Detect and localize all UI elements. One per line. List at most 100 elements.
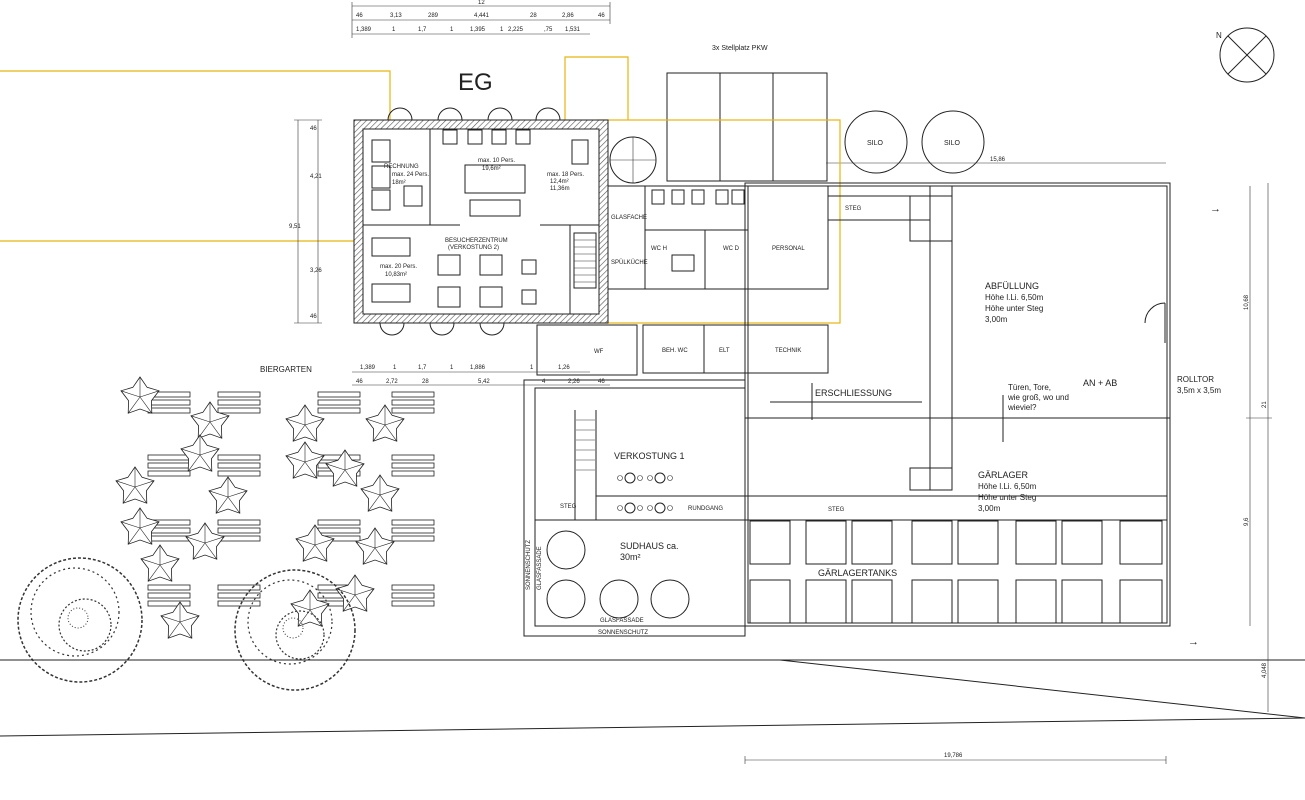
label-erschliessung: ERSCHLIESSUNG bbox=[815, 388, 892, 398]
label-besucher-2: (VERKOSTUNG 2) bbox=[448, 245, 499, 251]
bench-set bbox=[317, 391, 361, 414]
dim-mid-1: 1,389 bbox=[360, 365, 376, 371]
bench-set bbox=[391, 391, 435, 414]
label-besucher-1: BESUCHERZENTRUM bbox=[445, 238, 508, 244]
label-biergarten: BIERGARTEN bbox=[260, 365, 312, 374]
beer-garden-furniture bbox=[115, 376, 435, 639]
umbrella-icon bbox=[365, 404, 405, 442]
dim-mid-6: 1 bbox=[530, 365, 534, 371]
label-abfuellung-3: Höhe unter Steg bbox=[985, 304, 1043, 313]
tasting-tables bbox=[617, 472, 673, 514]
silo-label-1: SILO bbox=[867, 140, 884, 147]
label-rundgang: RUNDGANG bbox=[688, 506, 723, 512]
label-wc-d: WC D bbox=[723, 246, 740, 252]
label-steg-mid: STEG bbox=[828, 507, 845, 513]
dim-top2-2: 1 bbox=[392, 27, 396, 33]
top-dimension-chain: 12 46 3,13 289 4,441 28 2,86 46 1,389 1 … bbox=[351, 0, 611, 38]
label-glasfassade-bottom: GLASFASSADE bbox=[600, 618, 644, 624]
label-tueren-1: Türen, Tore, bbox=[1008, 383, 1051, 392]
dim-top-1: 46 bbox=[356, 13, 363, 19]
dim-top2-7: 2,225 bbox=[508, 27, 524, 33]
dim-top-7: 46 bbox=[598, 13, 605, 19]
label-tueren-3: wieviel? bbox=[1007, 403, 1037, 412]
north-label: N bbox=[1216, 31, 1222, 40]
umbrella-icon bbox=[185, 522, 225, 560]
label-sudhaus-1: SUDHAUS ca. bbox=[620, 541, 679, 551]
dim-right-2: 21 bbox=[1262, 401, 1268, 408]
dim-left-5: 46 bbox=[310, 314, 317, 320]
bench-set bbox=[217, 391, 261, 414]
label-glasfassade-side: GLASFASSADE bbox=[537, 546, 543, 590]
label-sonnenschutz-bottom: SONNENSCHUTZ bbox=[598, 630, 648, 636]
dim-mid2-1: 46 bbox=[356, 379, 363, 385]
umbrella-icon bbox=[115, 466, 155, 504]
dim-silo: 15,86 bbox=[990, 157, 1006, 163]
left-vertical-dimensions: 46 4,21 9,51 3,26 46 bbox=[289, 119, 322, 324]
right-vertical-dimensions: 10,68 21 9,6 4,048 bbox=[1244, 183, 1272, 712]
bench-set bbox=[391, 454, 435, 477]
dim-top2-6: 1 bbox=[500, 27, 504, 33]
label-rolltor-2: 3,5m x 3,5m bbox=[1177, 386, 1221, 395]
dim-mid2-4: 5,42 bbox=[478, 379, 490, 385]
label-rechnung-info-2: 18m² bbox=[392, 180, 406, 186]
umbrella-icon bbox=[160, 601, 200, 639]
label-small-a: GLASFACHE bbox=[611, 215, 647, 221]
dim-mid2-6: 2,26 bbox=[568, 379, 580, 385]
label-top-right-1: max. 18 Pers. bbox=[547, 172, 584, 178]
dim-right-3: 9,6 bbox=[1244, 517, 1250, 526]
dim-top2-1: 1,389 bbox=[356, 27, 372, 33]
dim-mid-5: 1,886 bbox=[470, 365, 486, 371]
label-sudhaus-2: 30m² bbox=[620, 552, 641, 562]
street-lines bbox=[0, 659, 1305, 737]
umbrella-icon bbox=[285, 441, 325, 479]
tasting-brewhouse-wing: VERKOSTUNG 1 STEG RUNDGANG SUDHAUS ca. 3… bbox=[523, 379, 746, 637]
dim-left-2: 4,21 bbox=[310, 174, 322, 180]
dim-bottom: 19,786 bbox=[944, 753, 963, 759]
label-small-b: SPÜLKÜCHE bbox=[611, 259, 648, 266]
dim-left-3: 9,51 bbox=[289, 224, 301, 230]
dim-top2-3: 1,7 bbox=[418, 27, 427, 33]
label-wf: WF bbox=[594, 349, 604, 355]
middle-dimension-chain: 1,389 1 1,7 1 1,886 1 1,26 46 2,72 28 5,… bbox=[352, 365, 610, 386]
label-wc-h: WC H bbox=[651, 246, 667, 252]
umbrella-icon bbox=[140, 544, 180, 582]
bench-set bbox=[391, 584, 435, 607]
label-gaerlager-3: Höhe unter Steg bbox=[978, 493, 1036, 502]
label-top-right-2: 12,4m² bbox=[550, 179, 569, 185]
parking-area: 3x Stellplatz PKW bbox=[666, 45, 828, 182]
dim-top-4: 4,441 bbox=[474, 13, 490, 19]
dim-left-4: 3,26 bbox=[310, 268, 322, 274]
stairs-icon-lower bbox=[576, 419, 595, 471]
dim-mid-4: 1 bbox=[450, 365, 454, 371]
label-personal: PERSONAL bbox=[772, 246, 805, 252]
label-gaerlager-1: GÄRLAGER bbox=[978, 470, 1029, 480]
dim-mid-2: 1 bbox=[393, 365, 397, 371]
label-sonnenschutz-side: SONNENSCHUTZ bbox=[526, 540, 532, 590]
umbrella-icon bbox=[325, 449, 365, 487]
stairs-icon bbox=[573, 232, 597, 289]
bench-set bbox=[147, 454, 191, 477]
parking-label: 3x Stellplatz PKW bbox=[712, 45, 768, 52]
dim-mid2-2: 2,72 bbox=[386, 379, 398, 385]
umbrella-icon bbox=[180, 434, 220, 472]
dim-top2-8: ,75 bbox=[544, 27, 553, 33]
silo-label-2: SILO bbox=[944, 140, 961, 147]
umbrella-icon bbox=[355, 527, 395, 565]
bench-set bbox=[391, 519, 435, 542]
label-top-right-3: 11,36m bbox=[550, 186, 570, 192]
label-tueren-2: wie groß, wo und bbox=[1007, 393, 1069, 402]
label-steg-left: STEG bbox=[560, 504, 577, 510]
label-an-ab: AN + AB bbox=[1083, 378, 1117, 388]
label-top-mid-2: 19,6m² bbox=[482, 166, 501, 172]
dim-right-1: 10,68 bbox=[1244, 294, 1250, 310]
dim-mid-3: 1,7 bbox=[418, 365, 427, 371]
north-arrow-icon: N bbox=[1216, 27, 1275, 83]
dim-top-2: 3,13 bbox=[390, 13, 402, 19]
dim-mid-7: 1,26 bbox=[558, 365, 570, 371]
dim-top2-4: 1 bbox=[450, 27, 454, 33]
label-abfuellung-1: ABFÜLLUNG bbox=[985, 281, 1039, 291]
silos: SILO SILO 15,86 bbox=[826, 110, 1166, 174]
dim-top-3: 289 bbox=[428, 13, 439, 19]
tree-icon-left bbox=[17, 557, 143, 683]
